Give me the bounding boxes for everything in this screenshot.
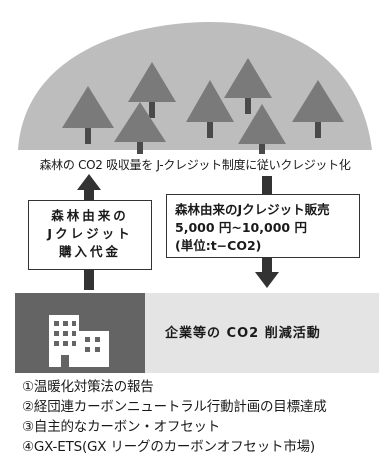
company-activity-label: 企業等の CO2 削減活動 <box>165 326 321 341</box>
tree <box>292 80 344 122</box>
forest-illustration <box>18 21 372 154</box>
tree <box>128 62 176 102</box>
sale-line-3: (単位:t−CO2) <box>175 238 262 253</box>
forest-caption: 森林の CO2 吸収量を J-クレジット制度に従いクレジット化 <box>39 158 351 172</box>
credit-line-1: 森林由来の <box>51 208 129 223</box>
sale-line-1: 森林由来のJクレジット販売 <box>175 202 330 217</box>
tree <box>62 86 114 128</box>
credit-purchase-box: 森林由来の Jクレジット 購入代金 <box>28 200 152 270</box>
tree-group <box>62 58 344 154</box>
tree <box>238 104 286 144</box>
list-item: ③自主的なカーボン・オフセット <box>22 419 221 435</box>
tree <box>114 102 166 142</box>
tree <box>224 58 272 98</box>
credit-line-3: 購入代金 <box>58 244 121 259</box>
list-item: ①温暖化対策法の報告 <box>22 379 154 395</box>
list-item: ②経団連カーボンニュートラル行動計画の目標達成 <box>22 399 327 415</box>
credit-line-2: Jクレジット <box>47 226 133 241</box>
building-icon <box>49 315 109 367</box>
tree <box>186 80 234 122</box>
credit-sale-box: 森林由来のJクレジット販売 5,000 円~10,000 円 (単位:t−CO2… <box>166 194 360 258</box>
credit-uses-list: ①温暖化対策法の報告 ②経団連カーボンニュートラル行動計画の目標達成 ③自主的な… <box>22 377 327 457</box>
sale-line-2: 5,000 円~10,000 円 <box>175 220 307 235</box>
list-item: ④GX-ETS(GX リーグのカーボンオフセット市場) <box>22 439 315 455</box>
